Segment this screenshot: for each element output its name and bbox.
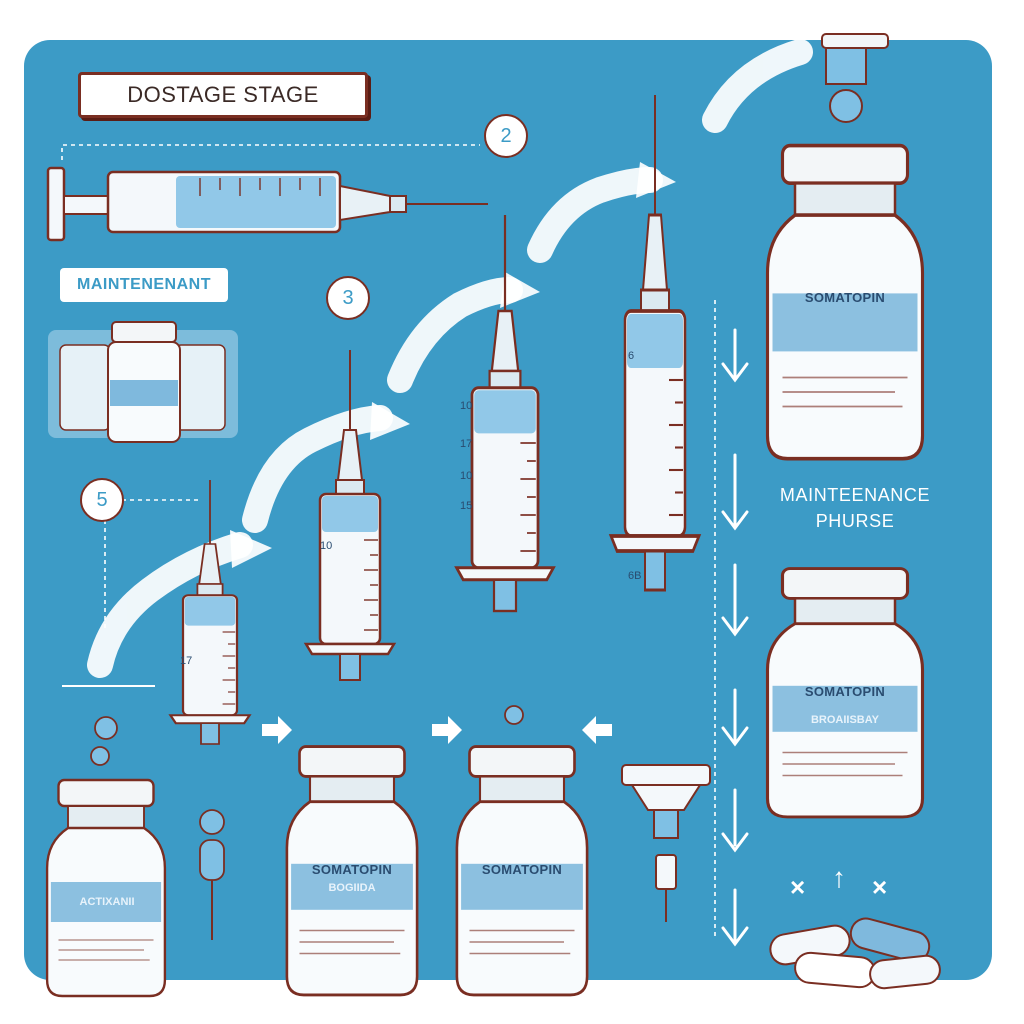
scale-label-4: 15 <box>460 500 473 512</box>
scale-label-5: 10 <box>320 540 333 552</box>
vial-left-center-sublabel: BOGIIDA <box>328 882 376 894</box>
vial-left-center-label: SOMATOPIN <box>311 862 393 877</box>
phase-label: MAINTEENANCE PHURSE <box>760 482 950 534</box>
step-5-badge: 5 <box>80 478 124 522</box>
scale-label-3: 10 <box>460 470 473 482</box>
up-arrow-icon: ↑ <box>832 862 846 893</box>
vial-top-right-label: SOMATOPIN <box>804 290 886 305</box>
vial-right-center-label: SOMATOPIN <box>481 862 563 877</box>
vial-mid-right-sublabel: BROAIISBAY <box>810 714 880 726</box>
vial-bottom-left-sublabel: ACTIXANII <box>79 896 135 908</box>
phase-label-line2: PHURSE <box>815 511 895 531</box>
stage-title: DOSTAGE STAGE <box>78 72 368 118</box>
x-mark-icon: × <box>790 872 806 902</box>
vial-mid-right-label: SOMATOPIN <box>804 684 886 699</box>
scale-label-1: 10 <box>460 400 473 412</box>
subtitle-label: MAINTENENANT <box>60 268 228 302</box>
x-mark-icon-2: × <box>872 872 888 902</box>
scale-label-8: 17 <box>180 655 193 667</box>
scale-label-2: 17 <box>460 438 473 450</box>
scale-label-7: 6B <box>628 570 642 582</box>
scale-label-6: 6 <box>628 350 635 362</box>
step-3-badge: 3 <box>326 276 370 320</box>
step-2-badge: 2 <box>484 114 528 158</box>
phase-label-line1: MAINTEENANCE <box>779 485 931 505</box>
